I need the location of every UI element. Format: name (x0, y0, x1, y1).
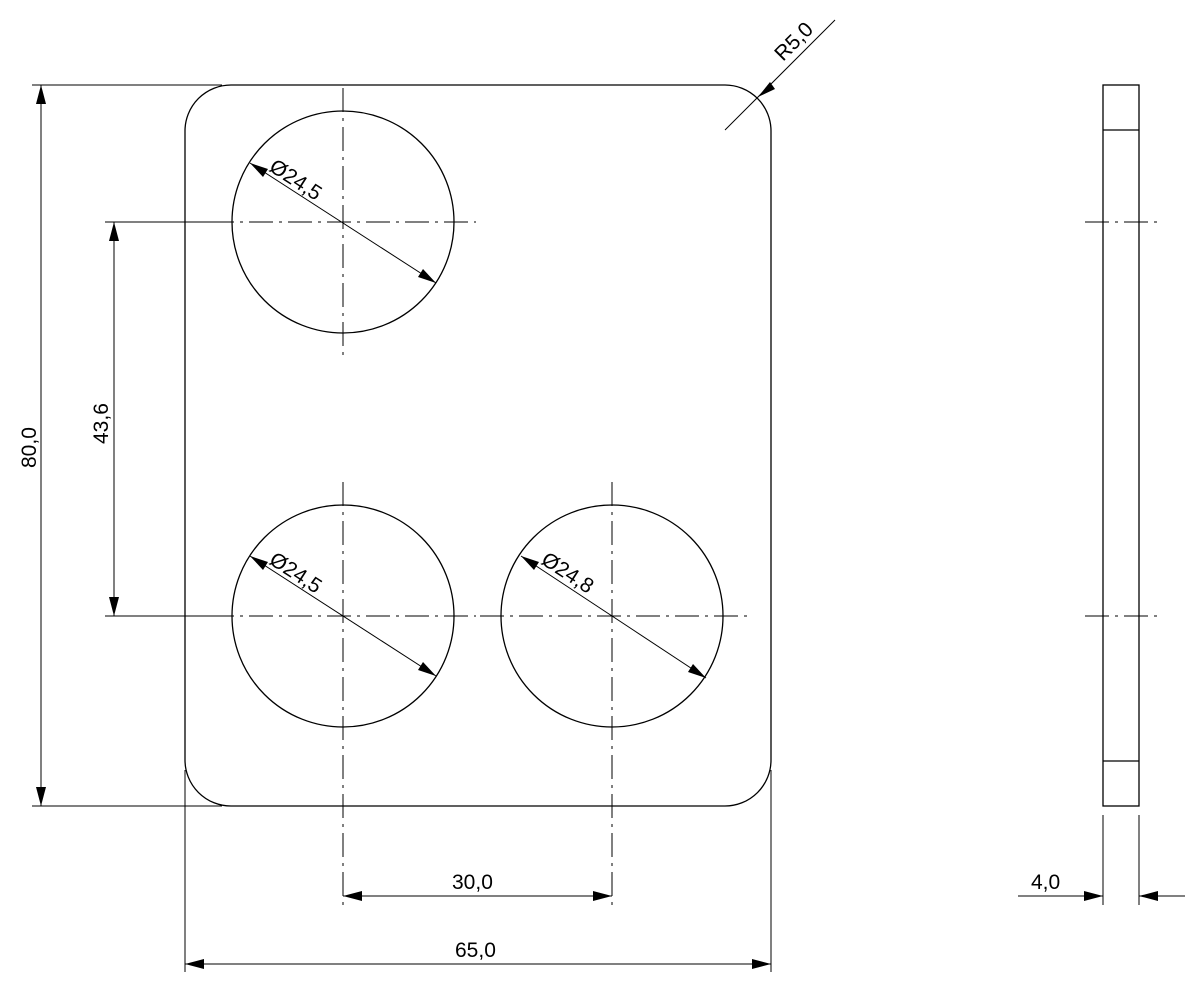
height-dim: 80,0 (18, 84, 222, 807)
side-view (1085, 84, 1158, 807)
thickness-dim: 4,0 (1018, 815, 1185, 905)
hole-spacing-label: 30,0 (452, 871, 493, 894)
vertical-spacing-label: 43,6 (90, 403, 113, 444)
diameter-label-top: Ø24,5 (265, 155, 326, 205)
width-dim: 65,0 (184, 770, 772, 972)
thickness-label: 4,0 (1031, 871, 1060, 894)
hole-vertical-spacing-dim: 43,6 (90, 221, 232, 617)
radius-label: R5,0 (770, 18, 818, 66)
height-label: 80,0 (18, 427, 41, 468)
center-lines (210, 88, 750, 905)
radius-dim: R5,0 (724, 18, 836, 131)
diameter-label-bottom-left: Ø24,5 (265, 548, 326, 598)
plate-outline (184, 84, 772, 807)
diameter-dim-bottom-right: Ø24,8 (520, 548, 707, 679)
width-label: 65,0 (455, 939, 496, 962)
hole-horizontal-spacing-dim: 30,0 (343, 871, 612, 901)
